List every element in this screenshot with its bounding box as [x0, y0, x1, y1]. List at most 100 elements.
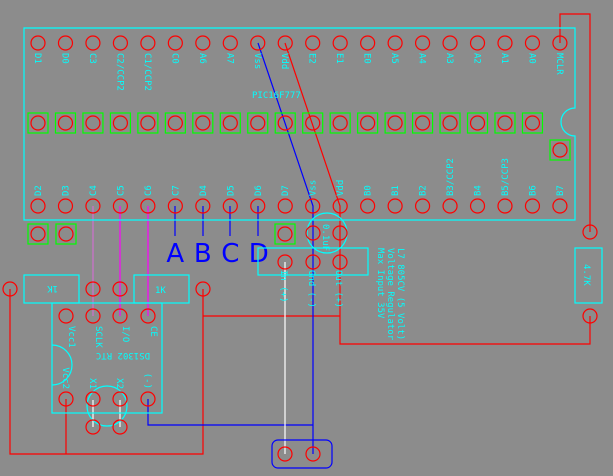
pad[interactable]	[305, 254, 321, 270]
pad[interactable]	[277, 254, 293, 270]
chip-top-pin[interactable]	[469, 35, 486, 51]
chip-mid-pad-square	[247, 112, 269, 134]
rtc-top-pin[interactable]	[58, 308, 74, 324]
chip-top-pin[interactable]	[387, 35, 403, 51]
pad[interactable]	[85, 419, 101, 435]
chip-bottom-pin[interactable]	[387, 198, 403, 214]
chip-bottom-pin[interactable]	[360, 198, 376, 214]
chip-top-pin[interactable]	[360, 35, 376, 51]
chip-bottom-pin[interactable]	[250, 198, 266, 214]
pad[interactable]	[195, 281, 211, 297]
chip-top-pin[interactable]	[442, 35, 458, 51]
rtc-top-pin[interactable]	[112, 308, 128, 324]
rtc-bottom-pin[interactable]	[112, 391, 128, 407]
chip-top-pin-label: Vss	[252, 53, 262, 69]
chip-bottom-pin[interactable]	[85, 198, 101, 214]
chip-mid-pad[interactable]	[85, 115, 101, 131]
chip-mid-pad[interactable]	[387, 115, 403, 131]
chip-mid-pad[interactable]	[360, 115, 376, 131]
pad[interactable]	[332, 225, 348, 241]
chip-mid-pad[interactable]	[332, 115, 348, 131]
chip-bottom-pin[interactable]	[497, 198, 513, 214]
pad[interactable]	[58, 226, 74, 242]
chip-bottom-pin[interactable]	[140, 198, 156, 214]
chip-top-pin[interactable]	[30, 35, 46, 51]
regulator-pin-in: In (+)	[278, 270, 288, 303]
chip-bottom-pin[interactable]	[222, 198, 238, 214]
chip-bottom-pin[interactable]	[552, 198, 568, 214]
pad[interactable]	[277, 446, 293, 462]
chip-bottom-pin[interactable]	[112, 198, 129, 214]
chip-mid-pad-square	[164, 112, 186, 134]
chip-mid-pad[interactable]	[552, 142, 568, 158]
chip-mid-pad[interactable]	[195, 115, 211, 131]
chip-top-pin[interactable]	[167, 35, 183, 51]
chip-mid-pad[interactable]	[442, 115, 458, 131]
pad[interactable]	[85, 281, 101, 297]
chip-bottom-pin[interactable]	[414, 198, 431, 214]
chip-bottom-pin[interactable]	[469, 198, 486, 214]
chip-mid-pad[interactable]	[497, 115, 513, 131]
chip-bottom-pin[interactable]	[277, 198, 293, 214]
pad[interactable]	[582, 224, 598, 240]
chip-top-pin[interactable]	[552, 35, 568, 51]
rtc-resistor-right-label: 1K	[155, 286, 166, 296]
rtc-outline	[51, 302, 163, 414]
chip-mid-pad[interactable]	[277, 115, 293, 131]
rtc-bottom-pin[interactable]	[140, 391, 156, 407]
pad[interactable]	[582, 308, 598, 324]
pad[interactable]	[305, 446, 321, 462]
pad[interactable]	[2, 281, 18, 297]
regulator-outline	[257, 247, 369, 276]
chip-top-pin[interactable]	[497, 35, 513, 51]
chip-bottom-pin[interactable]	[195, 198, 211, 214]
chip-top-pin[interactable]	[277, 35, 293, 51]
chip-bottom-pin[interactable]	[30, 198, 46, 214]
chip-mid-pad[interactable]	[167, 115, 183, 131]
pad[interactable]	[277, 226, 293, 242]
rtc-bottom-pin[interactable]	[85, 391, 101, 407]
chip-mid-pad[interactable]	[57, 115, 74, 131]
rtc-top-pin[interactable]	[140, 308, 156, 324]
rtc-bottom-pin[interactable]	[58, 391, 74, 407]
chip-top-pin[interactable]	[195, 35, 211, 51]
pad[interactable]	[112, 281, 128, 297]
chip-bottom-pin[interactable]	[524, 198, 541, 214]
chip-top-pin[interactable]	[140, 35, 156, 51]
chip-mid-pad[interactable]	[469, 115, 486, 131]
chip-top-pin[interactable]	[332, 35, 348, 51]
pad[interactable]	[332, 254, 348, 270]
chip-top-pin-label: A6	[197, 53, 207, 64]
chip-mid-pad-square	[411, 112, 434, 134]
chip-top-pin[interactable]	[112, 35, 129, 51]
chip-mid-pad[interactable]	[524, 115, 541, 131]
chip-bottom-pin[interactable]	[442, 198, 458, 214]
chip-mid-pad-square	[27, 112, 49, 134]
chip-mid-pad[interactable]	[112, 115, 129, 131]
pad[interactable]	[112, 419, 128, 435]
chip-mid-pad[interactable]	[140, 115, 156, 131]
chip-bottom-pin[interactable]	[167, 198, 183, 214]
chip-top-pin[interactable]	[222, 35, 238, 51]
pad[interactable]	[305, 225, 321, 241]
chip-top-pin[interactable]	[57, 35, 74, 51]
pad[interactable]	[30, 226, 46, 242]
chip-mid-pad[interactable]	[305, 115, 321, 131]
chip-mid-pad[interactable]	[30, 115, 46, 131]
chip-top-pin[interactable]	[305, 35, 321, 51]
chip-top-pin[interactable]	[85, 35, 101, 51]
chip-mid-pad[interactable]	[222, 115, 238, 131]
chip-top-pin[interactable]	[414, 35, 431, 51]
chip-top-pin[interactable]	[524, 35, 541, 51]
chip-bottom-pin[interactable]	[305, 198, 321, 214]
chip-mid-pad[interactable]	[414, 115, 431, 131]
chip-mid-pad-square	[137, 112, 159, 134]
chip-top-pin-label: MCLR	[554, 53, 564, 75]
rtc-top-pin[interactable]	[85, 308, 101, 324]
chip-bottom-pin[interactable]	[332, 198, 348, 214]
chip-bottom-pin[interactable]	[57, 198, 74, 214]
chip-top-pin-label: E2	[307, 53, 317, 64]
chip-top-pin[interactable]	[250, 35, 266, 51]
chip-mid-pad[interactable]	[250, 115, 266, 131]
